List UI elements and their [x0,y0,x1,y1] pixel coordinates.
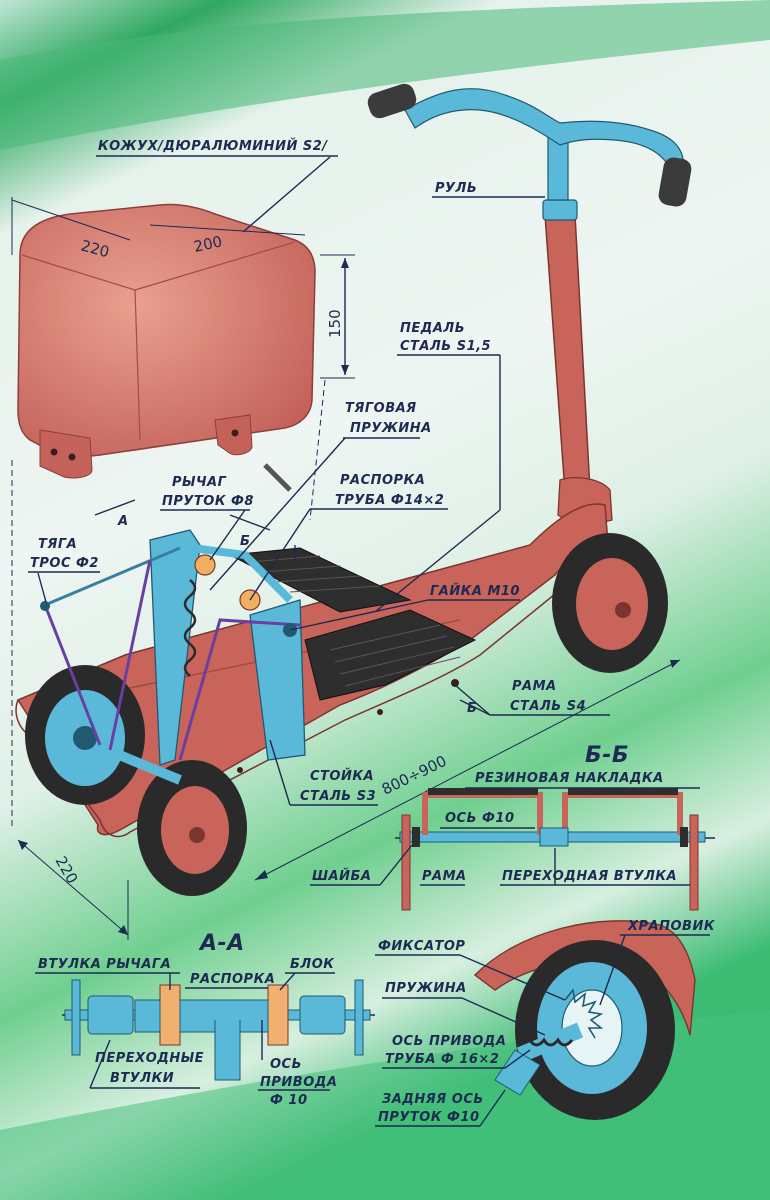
front-wheel [552,533,668,673]
section-bb-title: Б-Б [585,743,629,768]
label-spring-rw: ПРУЖИНА [385,981,467,996]
label-spacer-aa: РАСПОРКА [190,972,275,987]
label-lever-1: РЫЧАГ [172,475,227,490]
housing-box [17,203,316,479]
steering-column [367,83,692,524]
cut-marker-a: А [117,514,129,529]
frame-dimensions [17,659,681,940]
label-post-2: СТАЛЬ S3 [300,789,376,804]
label-rod-1: ТЯГА [38,537,77,552]
label-drive-axle-1: ОСЬ [270,1057,302,1072]
label-drive-axle-3: Ф 10 [270,1093,308,1108]
section-aa [62,979,375,1081]
label-block: БЛОК [290,957,335,972]
label-lever-2: ПРУТОК Ф8 [162,494,254,509]
label-pedal-2: СТАЛЬ S1,5 [400,339,491,354]
label-frame-2: СТАЛЬ S4 [510,699,586,714]
label-ratchet: ХРАПОВИК [627,919,716,934]
label-post-1: СТОЙКА [310,768,374,784]
label-spring-1: ТЯГОВАЯ [345,401,417,416]
label-drive-axle-2: ПРИВОДА [260,1075,337,1090]
section-cut-markers [94,499,491,716]
label-frame-bb: РАМА [422,869,467,884]
pedals [228,547,477,701]
label-pedal-1: ПЕДАЛЬ [400,321,465,336]
ratchet-wheel-detail [473,920,696,1120]
label-latch: ФИКСАТОР [378,939,465,954]
label-lever-bushing: ВТУЛКА РЫЧАГА [38,957,171,972]
label-drive-axle-tube-1: ОСЬ ПРИВОДА [392,1034,506,1049]
drive-mechanism [40,463,306,766]
housing-dimensions [11,197,355,830]
label-housing: КОЖУХ/ДЮРАЛЮМИНИЙ S2/ [98,138,328,154]
label-nut: ГАЙКА М10 [430,583,520,599]
label-rear-axle-1: ЗАДНЯЯ ОСЬ [382,1092,484,1107]
label-handlebar: РУЛЬ [435,181,477,196]
dim-housing-width: 200 [192,232,224,256]
cut-marker-b2: Б [467,701,477,716]
rear-wheels [25,665,247,896]
label-spacer-2: ТРУБА Ф14×2 [335,493,444,508]
label-adapter-bushing: ПЕРЕХОДНАЯ ВТУЛКА [502,869,677,884]
label-adapter-bushings-1: ПЕРЕХОДНЫЕ [95,1051,204,1066]
section-aa-title: А-А [198,931,245,956]
label-rear-axle-2: ПРУТОК Ф10 [378,1110,479,1125]
label-washer: ШАЙБА [312,868,371,884]
label-frame-1: РАМА [512,679,557,694]
label-rubber-pad: РЕЗИНОВАЯ НАКЛАДКА [475,771,664,786]
label-spacer-1: РАСПОРКА [340,473,425,488]
label-rod-2: ТРОС Ф2 [30,556,99,571]
label-axle-10: ОСЬ Ф10 [445,811,515,826]
dim-housing-height: 150 [326,309,344,338]
label-adapter-bushings-2: ВТУЛКИ [110,1071,174,1086]
section-bb [395,788,715,911]
label-drive-axle-tube-2: ТРУБА Ф 16×2 [385,1052,499,1067]
background-swash [0,0,770,150]
label-spring-2: ПРУЖИНА [350,421,432,436]
cut-marker-b: Б [240,534,250,549]
